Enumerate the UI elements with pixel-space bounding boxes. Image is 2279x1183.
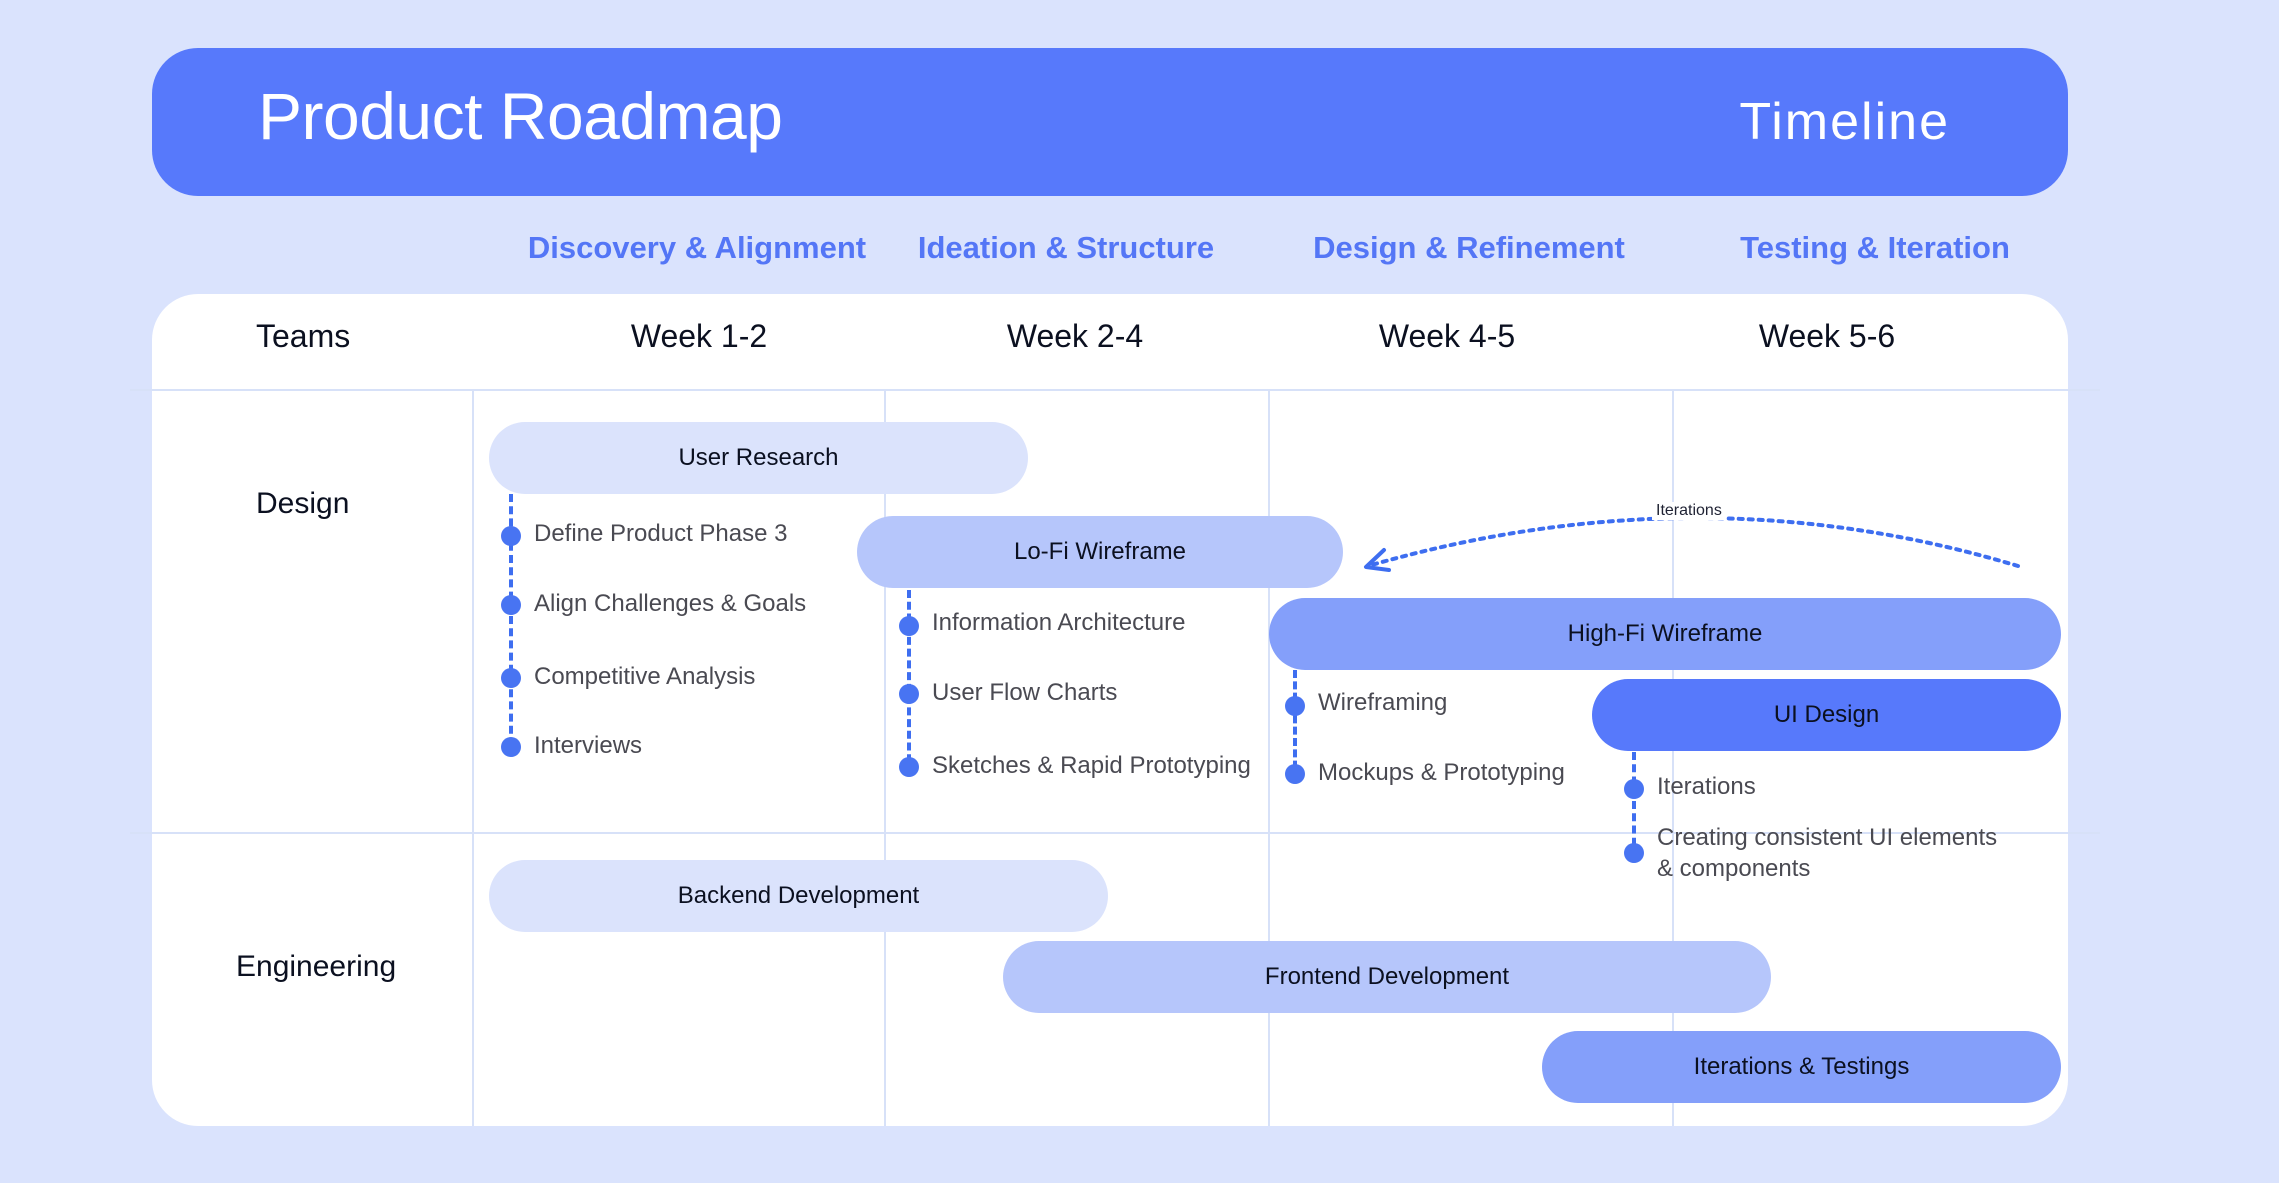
- iterations-arrow-label: Iterations: [1652, 502, 1726, 520]
- teams-header: Teams: [256, 318, 351, 354]
- team-engineering: Engineering: [236, 950, 397, 983]
- task-item: Iterations: [1657, 773, 1756, 800]
- milestone-dot: [1624, 779, 1644, 799]
- week-header: Week 5-6: [1758, 318, 1896, 354]
- task-item: Information Architecture: [932, 609, 1186, 636]
- week-header: Week 4-5: [1378, 318, 1516, 354]
- milestone-dot: [501, 526, 521, 546]
- task-item: Mockups & Prototyping: [1318, 759, 1565, 786]
- iterations-testings-bar: Iterations & Testings: [1542, 1031, 2061, 1103]
- week-header: Week 2-4: [1006, 318, 1144, 354]
- lofi-wireframe-bar: Lo-Fi Wireframe: [857, 516, 1343, 588]
- lofi-connector: [907, 590, 911, 774]
- roadmap-header: Product Roadmap Timeline: [152, 48, 2068, 196]
- page-title: Product Roadmap: [258, 79, 783, 153]
- row-divider: [130, 389, 2100, 391]
- phase-discovery: Discovery & Alignment: [527, 230, 867, 265]
- task-item: Wireframing: [1318, 689, 1448, 716]
- frontend-development-bar: Frontend Development: [1003, 941, 1771, 1013]
- phase-design: Design & Refinement: [1313, 230, 1625, 265]
- column-divider: [1268, 390, 1270, 1126]
- hifi-connector: [1293, 670, 1297, 780]
- column-divider: [1672, 390, 1674, 1126]
- row-divider: [130, 832, 2100, 834]
- task-item: Competitive Analysis: [534, 663, 756, 690]
- backend-development-bar: Backend Development: [489, 860, 1108, 932]
- milestone-dot: [501, 668, 521, 688]
- milestone-dot: [899, 757, 919, 777]
- milestone-dot: [899, 684, 919, 704]
- task-item: & components: [1657, 855, 1811, 882]
- column-divider: [884, 390, 886, 1126]
- milestone-dot: [501, 595, 521, 615]
- hifi-wireframe-bar: High-Fi Wireframe: [1269, 598, 2061, 670]
- milestone-dot: [899, 616, 919, 636]
- task-item: Creating consistent UI elements: [1657, 824, 1998, 851]
- ui-design-bar: UI Design: [1592, 679, 2061, 751]
- task-item: Sketches & Rapid Prototyping: [932, 752, 1251, 779]
- column-divider: [472, 390, 474, 1126]
- task-item: User Flow Charts: [932, 679, 1118, 706]
- task-item: Define Product Phase 3: [534, 520, 788, 547]
- ui-design-connector: [1632, 752, 1636, 858]
- milestone-dot: [1285, 764, 1305, 784]
- milestone-dot: [501, 737, 521, 757]
- week-header: Week 1-2: [630, 318, 768, 354]
- milestone-dot: [1285, 696, 1305, 716]
- timeline-label: Timeline: [1739, 93, 1950, 151]
- user-research-bar: User Research: [489, 422, 1028, 494]
- user-research-connector: [509, 494, 513, 746]
- task-item: Align Challenges & Goals: [534, 590, 807, 617]
- task-item: Interviews: [534, 732, 643, 759]
- milestone-dot: [1624, 843, 1644, 863]
- phase-ideation: Ideation & Structure: [917, 230, 1215, 265]
- phase-testing: Testing & Iteration: [1740, 230, 2010, 265]
- team-design: Design: [256, 487, 350, 520]
